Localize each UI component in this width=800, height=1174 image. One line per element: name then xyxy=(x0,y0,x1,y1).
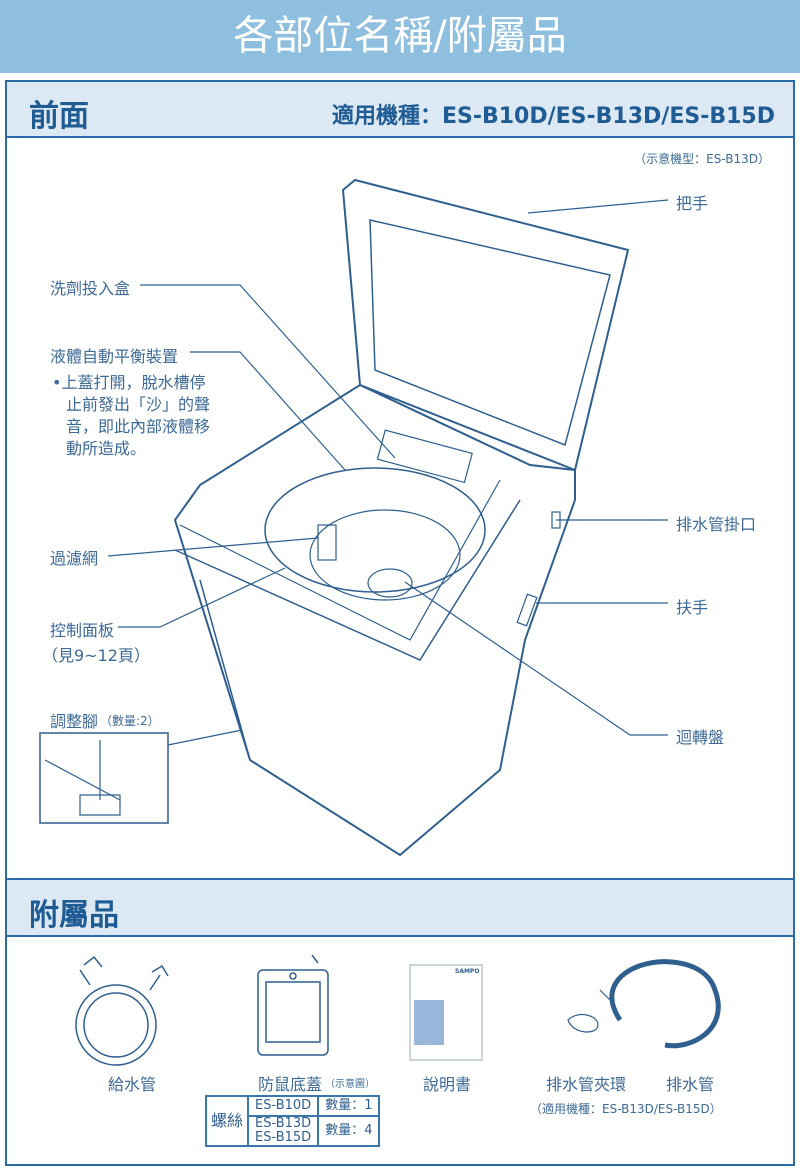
clamp-label: 排水管夾環 xyxy=(546,1075,627,1094)
label-balancer: 液體自動平衡裝置 xyxy=(50,347,179,366)
label-pulsator: 迴轉盤 xyxy=(676,728,725,747)
label-control-panel: 控制面板 xyxy=(50,621,115,640)
qty-cell: 數量：4 xyxy=(317,1115,381,1147)
label-hose-hook: 排水管掛口 xyxy=(676,515,757,534)
qty-cell: 數量：1 xyxy=(317,1095,381,1117)
accessories-header: 附屬品 xyxy=(7,880,793,937)
model: ES-B13D xyxy=(255,1116,312,1131)
manual-label: 說明書 xyxy=(423,1075,472,1094)
note-line: 止前發出「沙」的聲 xyxy=(66,395,211,414)
page-title: 各部位名稱/附屬品 xyxy=(0,0,800,73)
label-detergent-box: 洗劑投入盒 xyxy=(50,279,131,298)
inlet-hose-label: 給水管 xyxy=(108,1075,157,1094)
front-header: 前面 適用機種：ES-B10D/ES-B13D/ES-B15D xyxy=(7,82,793,138)
balancer-note: •上蓋打開，脫水槽停 止前發出「沙」的聲 音，即此內部液體移 動所造成。 xyxy=(52,372,210,460)
label-filter: 過濾網 xyxy=(50,549,99,568)
manual-brand: SAMPO xyxy=(455,968,479,975)
drain-hose-label: 排水管 xyxy=(666,1075,715,1094)
accessories-heading: 附屬品 xyxy=(29,898,119,933)
model-cell: ES-B10D xyxy=(247,1095,320,1117)
screws-label: 螺絲 xyxy=(204,1095,250,1147)
sample-model: （示意機型：ES-B13D） xyxy=(634,152,770,166)
label-handle: 把手 xyxy=(676,194,709,213)
note-line: 音，即此內部液體移 xyxy=(66,417,211,436)
front-section: 前面 適用機種：ES-B10D/ES-B13D/ES-B15D xyxy=(5,80,795,880)
rat-cover-label: 防鼠底蓋 xyxy=(258,1075,323,1094)
model: ES-B15D xyxy=(255,1130,312,1145)
applicable-models: 適用機種：ES-B10D/ES-B13D/ES-B15D xyxy=(331,104,775,129)
label-feet: 調整腳 xyxy=(50,712,99,731)
note-line: 動所造成。 xyxy=(66,439,147,458)
accessories-section: 附屬品 xyxy=(5,878,795,1166)
feet-qty: （數量:2） xyxy=(100,714,160,728)
front-heading: 前面 xyxy=(29,99,89,134)
rat-cover-note: （示意圖） xyxy=(325,1079,375,1090)
note-line: •上蓋打開，脫水槽停 xyxy=(52,373,206,392)
table-row: 螺絲 ES-B10D 數量：1 xyxy=(204,1095,381,1147)
drain-note: （適用機種：ES-B13D/ES-B15D） xyxy=(530,1102,722,1116)
label-grip: 扶手 xyxy=(676,598,709,617)
control-panel-ref: （見9~12頁） xyxy=(42,646,150,665)
